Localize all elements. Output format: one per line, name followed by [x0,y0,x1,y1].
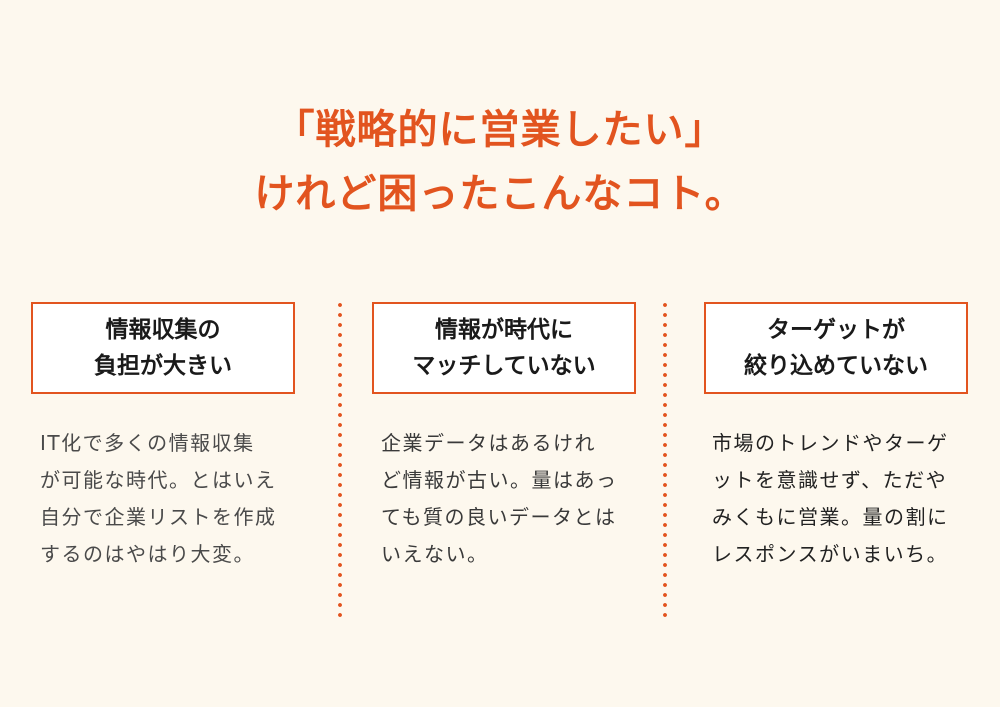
body-line: が可能な時代。とはいえ [40,468,277,492]
heading-line: 情報収集の [105,317,221,343]
heading-line: 絞り込めていない [744,353,928,379]
problem-description-2: 企業データはあるけれ ど情報が古い。量はあっ ても質の良いデータとは いえない。 [381,425,618,573]
dotted-divider [338,300,342,622]
problem-heading-2: 情報が時代に マッチしていない [372,302,636,394]
heading-line: 情報が時代に [435,317,573,343]
body-line: ど情報が古い。量はあっ [381,468,618,492]
body-line: みくもに営業。量の割に [712,505,949,529]
headline: 「戦略的に営業したい」 けれど困ったこんなコト。 [0,98,1000,226]
body-line: 自分で企業リストを作成 [40,505,277,529]
problem-description-1: IT化で多くの情報収集 が可能な時代。とはいえ 自分で企業リストを作成 するのは… [40,425,277,573]
body-line: レスポンスがいまいち。 [712,542,949,566]
body-line: ても質の良いデータとは [381,505,617,529]
heading-line: 負担が大きい [94,353,232,379]
headline-line-1: 「戦略的に営業したい」 [274,107,726,153]
body-line: IT化で多くの情報収集 [40,431,255,455]
body-line: 市場のトレンドやターゲ [712,431,949,455]
body-line: いえない。 [381,542,489,566]
dotted-divider [663,300,667,622]
problem-heading-3: ターゲットが 絞り込めていない [704,302,968,394]
heading-line: マッチしていない [412,353,596,379]
problem-description-3: 市場のトレンドやターゲ ットを意識せず、ただや みくもに営業。量の割に レスポン… [712,425,949,573]
body-line: ットを意識せず、ただや [712,468,948,492]
headline-line-2: けれど困ったこんなコト。 [254,171,746,217]
body-line: するのはやはり大変。 [40,542,255,566]
body-line: 企業データはあるけれ [381,431,596,455]
problem-heading-1: 情報収集の 負担が大きい [31,302,295,394]
heading-line: ターゲットが [767,317,905,343]
